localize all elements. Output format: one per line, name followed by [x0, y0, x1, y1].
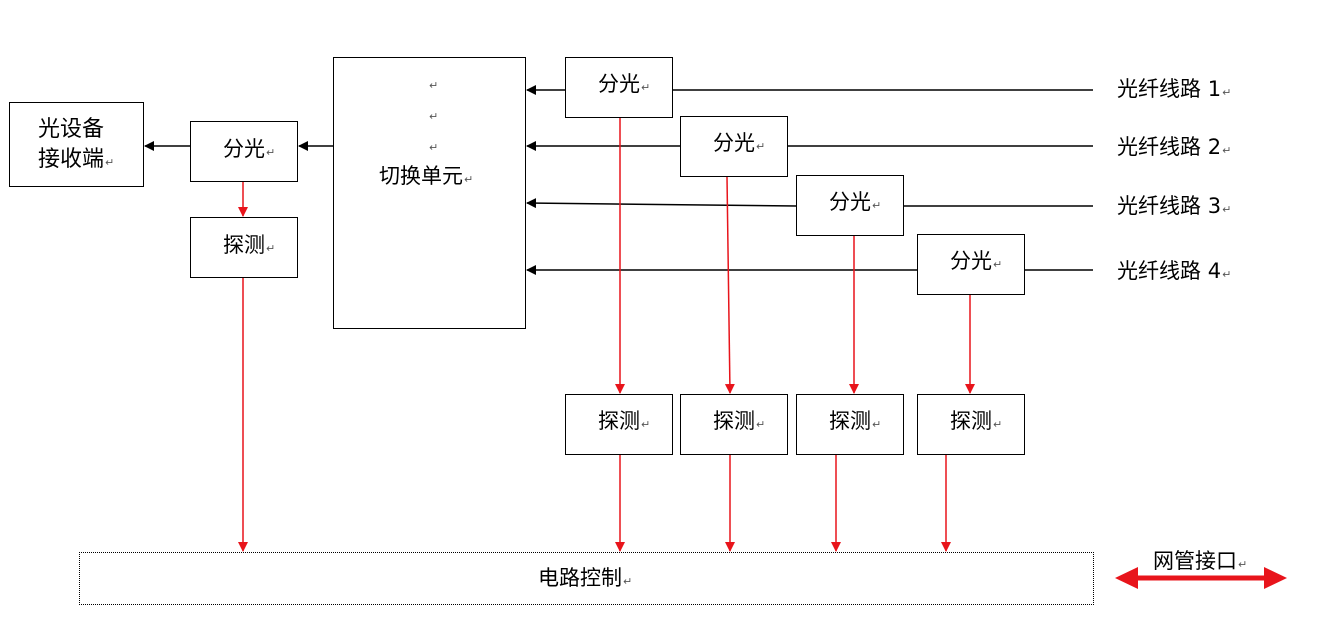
fiber-line-1-name: 光纤线路	[1117, 77, 1201, 101]
paragraph-mark: ↵	[464, 173, 474, 186]
detector-3-label: 探测	[829, 409, 871, 433]
paragraph-mark: ↵	[641, 418, 651, 431]
detector-2-label: 探测	[713, 409, 755, 433]
paragraph-mark: ↵	[1238, 558, 1248, 571]
left-detector-label: 探测	[223, 233, 265, 257]
splitter-1-label: 分光	[598, 72, 640, 96]
paragraph-mark: ↵	[266, 146, 276, 159]
detector-2-box: 探测↵	[680, 394, 788, 455]
left-splitter-box: 分光↵	[190, 121, 298, 182]
fiber-line-2-name: 光纤线路	[1117, 135, 1201, 159]
fiber-line-3-num: 3	[1207, 194, 1222, 218]
paragraph-mark: ↵	[756, 418, 766, 431]
paragraph-mark: ↵	[429, 110, 439, 123]
nms-interface-label: 网管接口	[1153, 549, 1237, 573]
split-2-to-detect-arrow	[724, 176, 735, 394]
splitter-3-label: 分光	[829, 190, 871, 214]
nms-double-arrow	[1115, 567, 1287, 589]
receiver-box: 光设备 接收端↵	[9, 102, 144, 187]
switch-unit-box: ↵ ↵ ↵ 切换单元↵	[333, 57, 526, 329]
switch-unit-label: 切换单元	[379, 164, 463, 188]
detector-1-box: 探测↵	[565, 394, 673, 455]
paragraph-mark: ↵	[623, 575, 633, 588]
receiver-label-line2: 接收端	[38, 147, 105, 172]
paragraph-mark: ↵	[993, 418, 1003, 431]
fiber-3-to-switch-arrow	[526, 198, 797, 209]
fiber-line-2-num: 2	[1207, 135, 1222, 159]
splitter-4-label: 分光	[950, 249, 992, 273]
paragraph-mark: ↵	[1222, 144, 1232, 157]
fiber-line-3-name: 光纤线路	[1117, 194, 1201, 218]
left-splitter-label: 分光	[223, 137, 265, 161]
paragraph-mark: ↵	[105, 156, 115, 169]
detector-1-label: 探测	[598, 409, 640, 433]
paragraph-mark: ↵	[756, 140, 766, 153]
splitter-1-box: 分光↵	[565, 57, 673, 118]
paragraph-mark: ↵	[266, 242, 276, 255]
fiber-line-1-num: 1	[1207, 77, 1222, 101]
paragraph-mark: ↵	[1222, 268, 1232, 281]
splitter-4-box: 分光↵	[917, 234, 1025, 295]
paragraph-mark: ↵	[429, 141, 439, 154]
paragraph-mark: ↵	[872, 418, 882, 431]
left-detector-box: 探测↵	[190, 217, 298, 278]
paragraph-mark: ↵	[872, 199, 882, 212]
circuit-control-box: 电路控制↵	[79, 552, 1094, 605]
paragraph-mark: ↵	[429, 79, 439, 92]
fiber-line-4-name: 光纤线路	[1117, 259, 1201, 283]
paragraph-mark: ↵	[1222, 86, 1232, 99]
paragraph-mark: ↵	[641, 81, 651, 94]
splitter-3-box: 分光↵	[796, 175, 904, 236]
splitter-2-label: 分光	[713, 131, 755, 155]
detector-4-box: 探测↵	[917, 394, 1025, 455]
circuit-control-label: 电路控制	[538, 566, 622, 590]
paragraph-mark: ↵	[993, 258, 1003, 271]
splitter-2-box: 分光↵	[680, 116, 788, 177]
detector-3-box: 探测↵	[796, 394, 904, 455]
receiver-label-line1: 光设备	[38, 117, 105, 142]
detector-4-label: 探测	[950, 409, 992, 433]
fiber-line-4-num: 4	[1207, 259, 1222, 283]
paragraph-mark: ↵	[1222, 203, 1232, 216]
